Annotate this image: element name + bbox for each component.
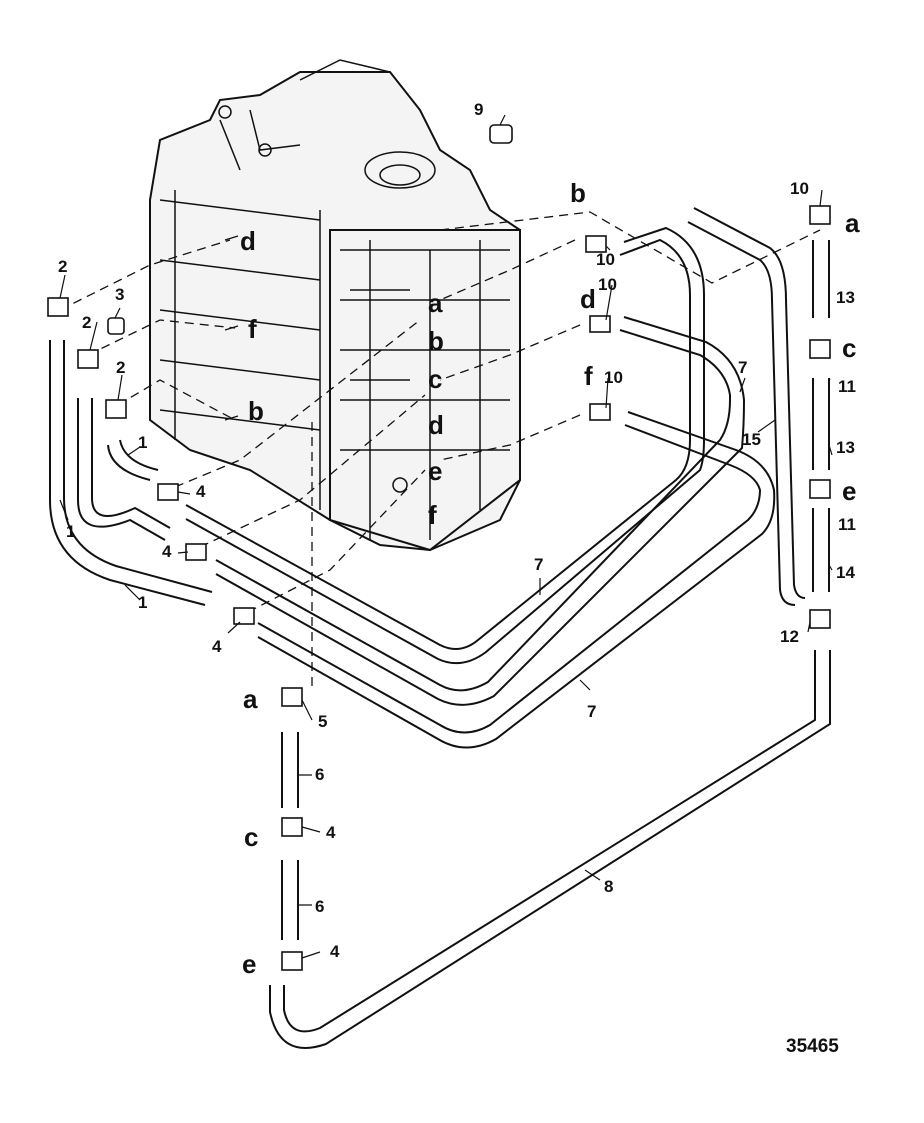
tee-fitting-4b bbox=[185, 543, 207, 561]
tee-fitting-12 bbox=[809, 609, 831, 629]
tee-fitting-4a bbox=[157, 483, 179, 501]
letter-d: d bbox=[428, 410, 444, 440]
elbow-fitting-2a bbox=[47, 297, 69, 317]
letter-a: a bbox=[845, 208, 860, 238]
tee-fitting-4d bbox=[281, 817, 303, 837]
elbow-fitting-10d bbox=[809, 205, 831, 225]
callout-8: 8 bbox=[604, 877, 613, 896]
callout-13: 13 bbox=[836, 288, 855, 307]
callout-4: 4 bbox=[162, 542, 172, 561]
callout-10: 10 bbox=[604, 368, 623, 387]
elbow-fitting-10c bbox=[589, 403, 611, 421]
letter-c: c bbox=[842, 333, 856, 363]
callout-11: 11 bbox=[838, 377, 856, 396]
callout-3: 3 bbox=[115, 285, 124, 304]
hoses bbox=[49, 207, 831, 1049]
letter-d: d bbox=[240, 226, 256, 256]
plug-9 bbox=[489, 124, 513, 144]
letter-f: f bbox=[584, 361, 593, 391]
callout-1: 1 bbox=[138, 593, 147, 612]
callout-2: 2 bbox=[82, 313, 91, 332]
letter-b: b bbox=[570, 178, 586, 208]
callout-6: 6 bbox=[315, 765, 324, 784]
plug-3 bbox=[107, 317, 125, 335]
tee-fitting-4e bbox=[281, 951, 303, 971]
elbow-fitting-2c bbox=[105, 399, 127, 419]
letter-c: c bbox=[428, 364, 442, 394]
letter-e: e bbox=[242, 949, 256, 979]
letter-e: e bbox=[428, 456, 442, 486]
callout-12: 12 bbox=[780, 627, 799, 646]
callout-4: 4 bbox=[330, 942, 340, 961]
callout-7: 7 bbox=[534, 555, 543, 574]
letter-b: b bbox=[428, 326, 444, 356]
callout-leaders bbox=[59, 114, 833, 959]
fittings bbox=[47, 124, 831, 971]
figure-id: 35465 bbox=[786, 1036, 839, 1057]
letter-d: d bbox=[580, 284, 596, 314]
elbow-fitting-2b bbox=[77, 349, 99, 369]
callout-15: 15 bbox=[742, 430, 761, 449]
tee-fitting-11b bbox=[809, 479, 831, 499]
callout-1: 1 bbox=[66, 522, 75, 541]
callout-10: 10 bbox=[790, 179, 809, 198]
callout-10: 10 bbox=[596, 250, 615, 269]
elbow-fitting-5 bbox=[281, 687, 303, 707]
callout-13: 13 bbox=[836, 438, 855, 457]
letter-f: f bbox=[248, 314, 257, 344]
callout-5: 5 bbox=[318, 712, 327, 731]
callout-4: 4 bbox=[196, 482, 206, 501]
engine-block bbox=[149, 59, 521, 552]
callout-9: 9 bbox=[474, 100, 483, 119]
callout-2: 2 bbox=[116, 358, 125, 377]
tee-fitting-4c bbox=[233, 607, 255, 625]
elbow-fitting-10a bbox=[585, 235, 607, 253]
callout-1: 1 bbox=[138, 433, 147, 452]
callout-7: 7 bbox=[587, 702, 596, 721]
letter-e: e bbox=[842, 476, 856, 506]
letter-f: f bbox=[428, 500, 437, 530]
callout-7: 7 bbox=[738, 358, 747, 377]
letter-a: a bbox=[428, 288, 443, 318]
callout-10: 10 bbox=[598, 275, 617, 294]
callout-4: 4 bbox=[212, 637, 222, 656]
callout-14: 14 bbox=[836, 563, 855, 582]
tee-fitting-11a bbox=[809, 339, 831, 359]
letter-b: b bbox=[248, 396, 264, 426]
letter-c: c bbox=[244, 822, 258, 852]
connection-letters: d f b a b c d e f b d f a c e a c e bbox=[240, 178, 860, 979]
elbow-fitting-10b bbox=[589, 315, 611, 333]
callout-4: 4 bbox=[326, 823, 336, 842]
callout-numbers: 2 3 2 2 1 1 1 4 4 4 5 6 4 6 4 7 7 7 8 9 … bbox=[58, 100, 856, 961]
callout-11: 11 bbox=[838, 515, 856, 534]
callout-2: 2 bbox=[58, 257, 67, 276]
callout-6: 6 bbox=[315, 897, 324, 916]
letter-a: a bbox=[243, 684, 258, 714]
